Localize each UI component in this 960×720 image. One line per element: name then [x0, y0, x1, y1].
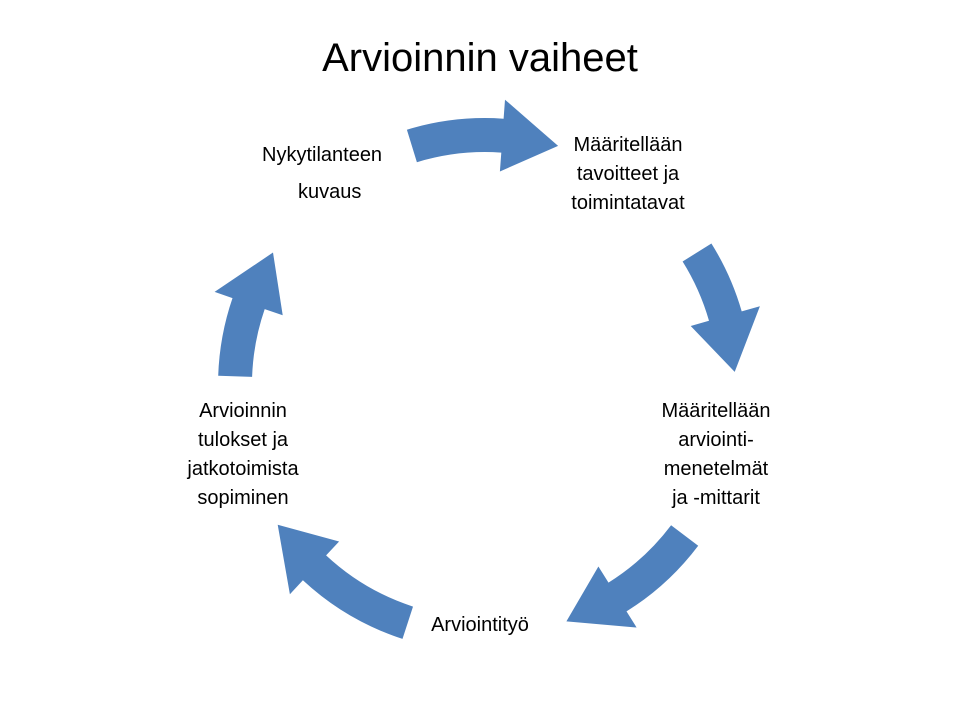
step-evaluation-work: Arviointityö [400, 611, 560, 640]
step-line: tulokset ja [197, 429, 289, 451]
cycle-arrow-3 [566, 525, 699, 628]
cycle-arrow-2 [682, 243, 760, 372]
step-line: toimintatavat [571, 192, 685, 214]
step-line: Määritellään [573, 134, 683, 156]
step-line: Nykytilanteen [262, 144, 383, 166]
cycle-arrow-4 [277, 524, 413, 639]
step-goals: Määritellään tavoitteet ja toimintatavat [548, 131, 708, 218]
step-methods: Määritellään arviointi- menetelmät ja -m… [636, 397, 796, 513]
step-line: kuvaus [298, 181, 362, 203]
step-line: arviointi- [678, 429, 754, 451]
step-results: Arvioinnin tulokset ja jatkotoimista sop… [163, 397, 323, 513]
cycle-arrow-5 [214, 252, 283, 377]
step-line: tavoitteet ja [576, 163, 680, 185]
step-line: ja -mittarit [672, 487, 760, 509]
cycle-arrow-1 [406, 99, 559, 172]
step-line: Arviointityö [431, 614, 529, 636]
step-line: jatkotoimista [187, 458, 299, 480]
step-line: sopiminen [197, 487, 289, 509]
step-line: menetelmät [663, 458, 769, 480]
slide-title: Arvioinnin vaiheet [322, 36, 638, 80]
step-current-state: Nykytilanteen kuvaus [262, 141, 382, 207]
step-line: Määritellään [661, 400, 771, 422]
step-line: Arvioinnin [199, 400, 287, 422]
